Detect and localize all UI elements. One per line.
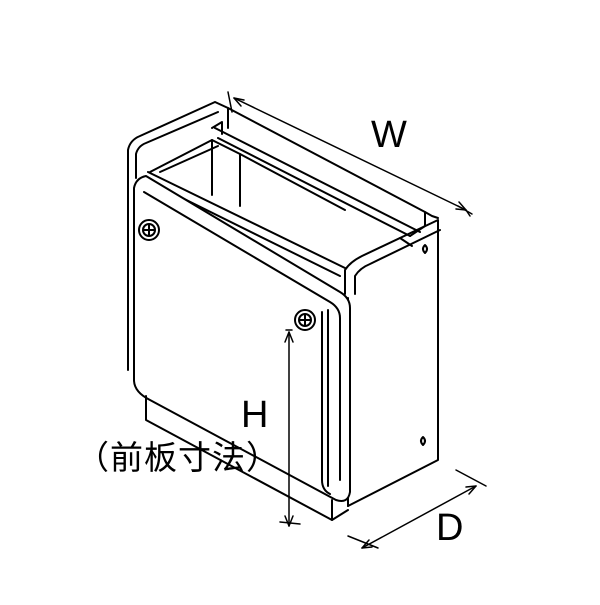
depth-label: D xyxy=(436,507,464,549)
screw-icon xyxy=(138,219,160,241)
top-frame xyxy=(147,107,439,277)
width-label: W xyxy=(371,114,407,156)
left-side-panel xyxy=(127,101,229,371)
height-label: H xyxy=(241,394,269,436)
mounting-hole-icon xyxy=(420,436,426,446)
depth-dimension-line xyxy=(347,469,487,549)
width-dimension-line xyxy=(227,91,473,217)
right-side-panel xyxy=(344,219,441,507)
front-plate xyxy=(133,175,351,521)
height-dimension-line xyxy=(279,329,301,527)
screw-icon xyxy=(294,309,316,331)
front-plate-dimension-note: （前板寸法） xyxy=(76,438,280,477)
mounting-hole-icon xyxy=(422,244,428,254)
